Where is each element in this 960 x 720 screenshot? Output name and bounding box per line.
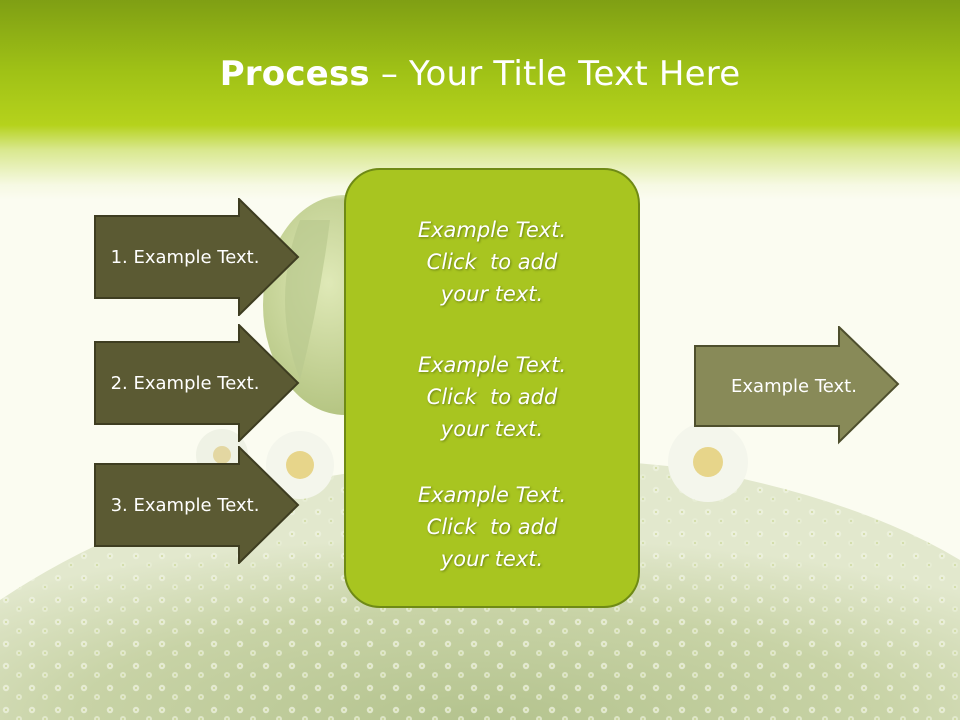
center-text-block-2: Example Text. Click to add your text.	[346, 349, 638, 445]
step-arrow-2: 2. Example Text.	[94, 324, 300, 442]
step-arrow-1: 1. Example Text.	[94, 198, 300, 316]
step-arrow-label: 3. Example Text.	[110, 494, 260, 516]
title-bold: Process	[219, 54, 370, 94]
output-arrow: Example Text.	[694, 326, 900, 446]
center-text-line: your text.	[440, 547, 544, 571]
center-text-line: Click to add	[426, 515, 558, 539]
center-text-box: Example Text. Click to add your text. Ex…	[344, 168, 640, 608]
center-text-line: Click to add	[426, 385, 558, 409]
center-text-block-3: Example Text. Click to add your text.	[346, 479, 638, 575]
center-text-line: your text.	[440, 417, 544, 441]
arrow-shape	[94, 446, 300, 564]
step-arrow-3: 3. Example Text.	[94, 446, 300, 564]
arrow-shape	[694, 326, 900, 445]
slide-title: Process – Your Title Text Here	[0, 54, 960, 94]
step-arrow-label: 1. Example Text.	[110, 246, 260, 268]
center-text-line: Example Text.	[417, 353, 567, 377]
center-text-block-1: Example Text. Click to add your text.	[346, 214, 638, 310]
step-arrow-label: 2. Example Text.	[110, 372, 260, 394]
output-arrow-label: Example Text.	[731, 375, 857, 397]
center-text-line: Click to add	[426, 250, 558, 274]
title-rest: – Your Title Text Here	[369, 54, 741, 94]
header-band: Process – Your Title Text Here	[0, 0, 960, 200]
center-text-line: your text.	[440, 282, 544, 306]
arrow-shape	[94, 324, 300, 442]
center-text-line: Example Text.	[417, 483, 567, 507]
daisy-right	[668, 422, 748, 502]
arrow-shape	[94, 198, 300, 316]
center-text-line: Example Text.	[417, 218, 567, 242]
